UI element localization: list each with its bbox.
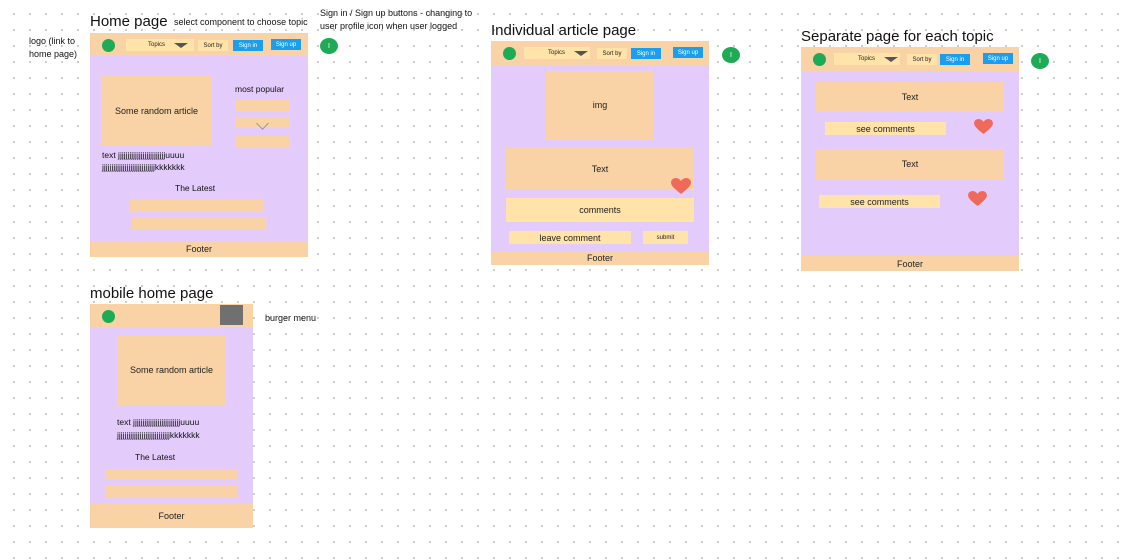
topics-label: Topics — [548, 50, 566, 56]
sign-up-button[interactable]: Sign up — [271, 39, 301, 50]
article-text-line: text jjjjjjjjjjjjjjjjjjjjjjjjjuuuu — [102, 150, 185, 160]
article-image: img — [546, 71, 654, 139]
mobile-header — [90, 304, 253, 328]
mobile-footer: Footer — [90, 504, 253, 528]
article-page-title: Individual article page — [491, 22, 637, 39]
latest-item[interactable] — [105, 486, 238, 497]
chevron-down-icon — [884, 57, 898, 62]
logo-icon[interactable] — [503, 47, 516, 60]
mobile-page-frame: Some random article text jjjjjjjjjjjjjjj… — [90, 304, 253, 528]
select-topic-annotation: select component to choose topic — [174, 17, 308, 27]
latest-heading: The Latest — [135, 452, 176, 462]
topic-article-text[interactable]: Text — [816, 149, 1004, 179]
topic-header: Topics Sort by Sign in Sign up — [801, 47, 1019, 71]
home-header: Topics Sort by Sign in Sign up — [90, 33, 308, 56]
article-page-frame: Topics Sort by Sign in Sign up img Text … — [491, 41, 709, 265]
sign-in-button[interactable]: Sign in — [631, 48, 661, 59]
latest-item[interactable] — [105, 469, 238, 480]
popular-item[interactable] — [235, 117, 290, 130]
sign-up-button[interactable]: Sign up — [983, 53, 1013, 64]
heart-icon[interactable] — [974, 119, 993, 135]
signin-annotation: Sign in / Sign up buttons - changing to … — [320, 8, 473, 31]
topic-footer: Footer — [801, 256, 1019, 271]
chevron-down-icon — [574, 51, 588, 56]
mobile-page-title: mobile home page — [90, 285, 214, 302]
latest-item[interactable] — [132, 217, 266, 229]
logo-icon[interactable] — [102, 39, 115, 52]
featured-article[interactable]: Some random article — [102, 76, 211, 145]
user-profile-icon[interactable]: I — [320, 38, 338, 54]
latest-heading: The Latest — [175, 183, 216, 193]
sort-by-button[interactable]: Sort by — [907, 54, 937, 65]
popular-item[interactable] — [235, 100, 290, 111]
chevron-down-icon — [256, 117, 269, 130]
topics-label: Topics — [858, 56, 876, 62]
heart-icon[interactable] — [671, 178, 691, 195]
logo-icon[interactable] — [102, 310, 115, 323]
heart-icon[interactable] — [968, 191, 987, 207]
sign-in-button[interactable]: Sign in — [233, 40, 263, 51]
most-popular-heading: most popular — [235, 84, 285, 94]
sign-up-button[interactable]: Sign up — [673, 47, 703, 58]
user-profile-icon[interactable]: I — [1031, 53, 1049, 69]
article-text: Text — [506, 147, 694, 190]
topics-select[interactable]: Topics — [126, 39, 194, 51]
home-footer: Footer — [90, 241, 308, 257]
topics-select[interactable]: Topics — [524, 47, 590, 59]
article-header: Topics Sort by Sign in Sign up — [491, 41, 709, 65]
logo-annotation: logo (link to home page) — [29, 36, 78, 59]
see-comments-button[interactable]: see comments — [825, 122, 946, 135]
home-page-frame: Topics Sort by Sign in Sign up Some rand… — [90, 33, 308, 257]
sort-by-button[interactable]: Sort by — [198, 40, 228, 51]
see-comments-button[interactable]: see comments — [819, 195, 940, 208]
user-profile-icon[interactable]: I — [722, 47, 740, 63]
leave-comment-field[interactable]: leave comment — [509, 231, 631, 244]
article-footer: Footer — [491, 251, 709, 265]
logo-icon[interactable] — [813, 53, 826, 66]
sort-by-button[interactable]: Sort by — [597, 48, 627, 59]
topics-select[interactable]: Topics — [834, 53, 900, 65]
article-text-line: text jjjjjjjjjjjjjjjjjjjjjjjjjuuuu — [117, 417, 200, 427]
topic-page-title: Separate page for each topic — [801, 28, 994, 45]
article-text-line: jjjjjjjjjjjjjjjjjjjjjjjjjjjjkkkkkkk — [102, 162, 185, 172]
topics-label: Topics — [148, 42, 166, 48]
topic-page-frame: Topics Sort by Sign in Sign up Text see … — [801, 47, 1019, 271]
home-page-title: Home page — [90, 13, 168, 30]
submit-button[interactable]: submit — [643, 231, 688, 244]
sign-in-button[interactable]: Sign in — [940, 54, 970, 65]
featured-article[interactable]: Some random article — [117, 335, 226, 405]
burger-annotation: burger menu — [265, 313, 317, 323]
latest-item[interactable] — [130, 199, 264, 211]
topic-article-text[interactable]: Text — [816, 82, 1004, 112]
popular-item[interactable] — [235, 136, 290, 147]
article-text-line: jjjjjjjjjjjjjjjjjjjjjjjjjjjjkkkkkkk — [117, 430, 200, 440]
chevron-down-icon — [174, 43, 188, 48]
burger-menu-icon[interactable] — [220, 305, 243, 325]
comments-section[interactable]: comments — [506, 198, 694, 222]
